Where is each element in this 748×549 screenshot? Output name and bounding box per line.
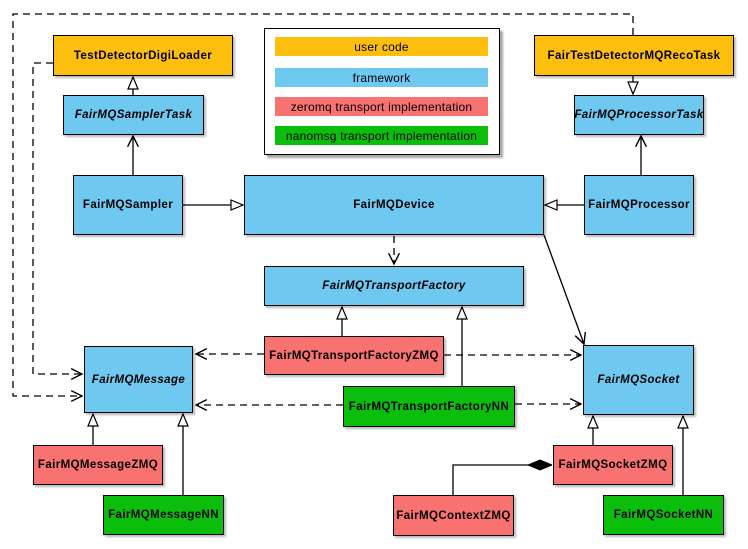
legend-item-framework: framework <box>275 68 488 87</box>
node-fairmqprocessortask: FairMQProcessorTask <box>574 95 704 135</box>
legend-item-zeromq: zeromq transport implementation <box>275 97 488 116</box>
node-fairmqtransportfactoryzmq: FairMQTransportFactoryZMQ <box>264 336 444 375</box>
node-fairmqsocketnn: FairMQSocketNN <box>603 495 724 535</box>
legend-item-user-code: user code <box>275 37 488 56</box>
node-testdetectordigiloader: TestDetectorDigiLoader <box>53 35 233 76</box>
node-fairmqsocketzmq: FairMQSocketZMQ <box>553 445 673 485</box>
node-fairmqcontextzmq: FairMQContextZMQ <box>393 495 514 536</box>
legend-box: user code framework zeromq transport imp… <box>264 28 500 155</box>
node-fairmqmessagezmq: FairMQMessageZMQ <box>33 445 163 485</box>
node-fairmqmessagenn: FairMQMessageNN <box>103 495 224 535</box>
node-fairmqsocket: FairMQSocket <box>583 345 694 415</box>
node-fairtestdetectormqrecotask: FairTestDetectorMQRecoTask <box>534 35 734 76</box>
legend-item-nanomsg: nanomsg transport implementation <box>275 126 488 145</box>
node-fairmqmessage: FairMQMessage <box>84 346 193 413</box>
node-fairmqprocessor: FairMQProcessor <box>584 175 694 235</box>
node-fairmqsamplertask: FairMQSamplerTask <box>63 95 204 135</box>
node-fairmqsampler: FairMQSampler <box>73 175 183 235</box>
edge-contextzmq-socketzmq-diamond <box>452 465 552 495</box>
edge-device-socket-arrow <box>543 234 584 344</box>
node-fairmqtransportfactory: FairMQTransportFactory <box>264 266 524 306</box>
node-fairmqtransportfactorynn: FairMQTransportFactoryNN <box>343 386 515 427</box>
node-fairmqdevice: FairMQDevice <box>244 175 544 235</box>
